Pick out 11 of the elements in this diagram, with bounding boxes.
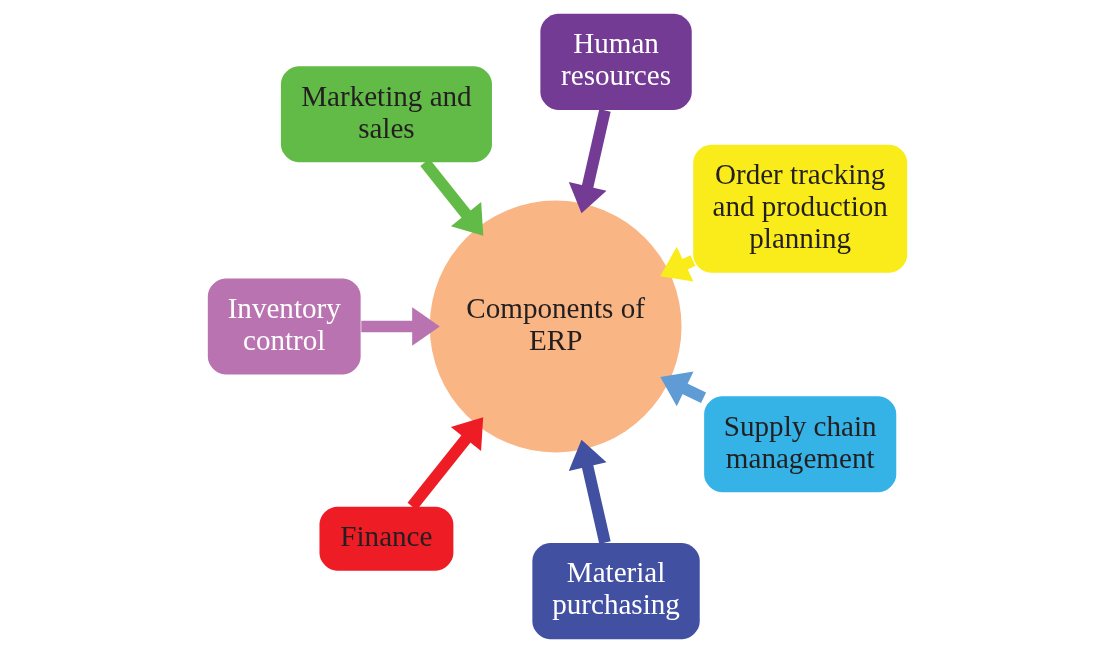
node-box: Supply chain management	[703, 396, 896, 493]
node-box: Material purchasing	[531, 543, 700, 640]
node-box: Inventory control	[207, 278, 361, 375]
node-box: Marketing and sales	[280, 66, 492, 163]
arrow	[659, 371, 706, 407]
node-box: Order tracking and production planning	[692, 144, 907, 273]
arrow	[360, 307, 440, 346]
node-box: Human resources	[539, 13, 692, 110]
arrow	[568, 439, 611, 544]
arrow	[568, 109, 611, 214]
node-box: Finance	[318, 506, 453, 571]
